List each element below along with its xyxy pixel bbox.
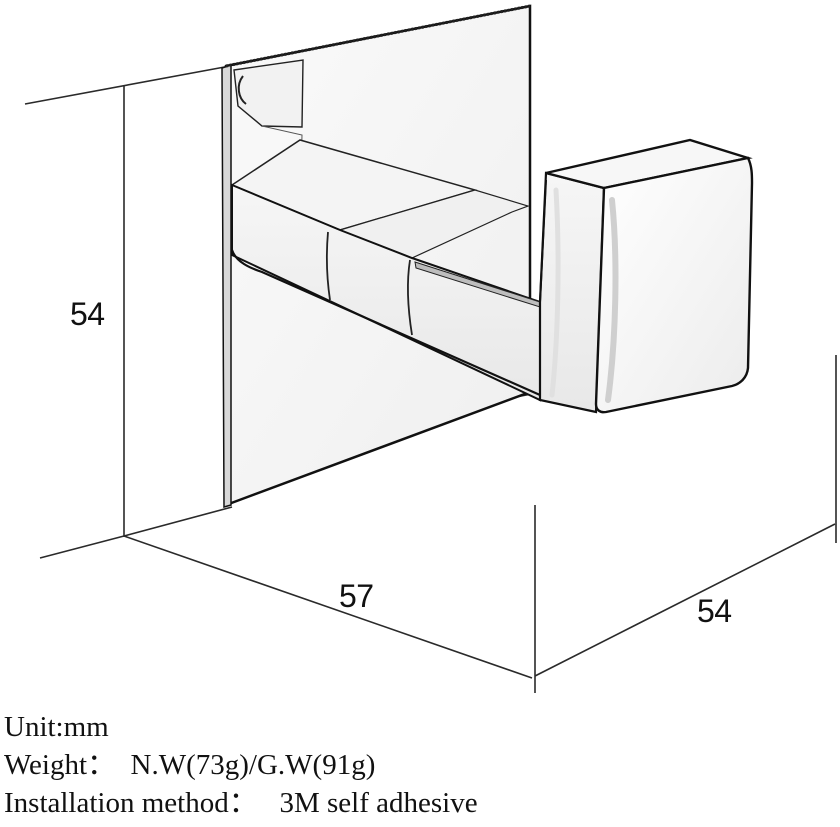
width-dimension-label: 57	[339, 578, 374, 614]
bottom-left-extension-line	[39, 535, 125, 559]
hook-arm	[230, 139, 541, 402]
unit-text: Unit:mm	[4, 711, 109, 743]
hook-end-block	[538, 138, 754, 414]
width-dimension-line	[123, 535, 533, 679]
depth-dimension-line	[534, 523, 836, 677]
depth-dimension-label: 54	[697, 593, 732, 629]
product-specs: Unit:mm Weight： N.W(73g)/G.W(91g) Instal…	[4, 708, 478, 822]
towel-hook-drawing	[24, 4, 837, 693]
top-extension-line	[24, 65, 231, 105]
weight-text: Weight： N.W(73g)/G.W(91g)	[4, 749, 376, 781]
installation-text: Installation method： 3M self adhesive	[4, 787, 478, 819]
plate-base-line	[123, 506, 233, 537]
dimension-lines	[24, 65, 837, 693]
height-dimension-label: 54	[70, 296, 105, 332]
